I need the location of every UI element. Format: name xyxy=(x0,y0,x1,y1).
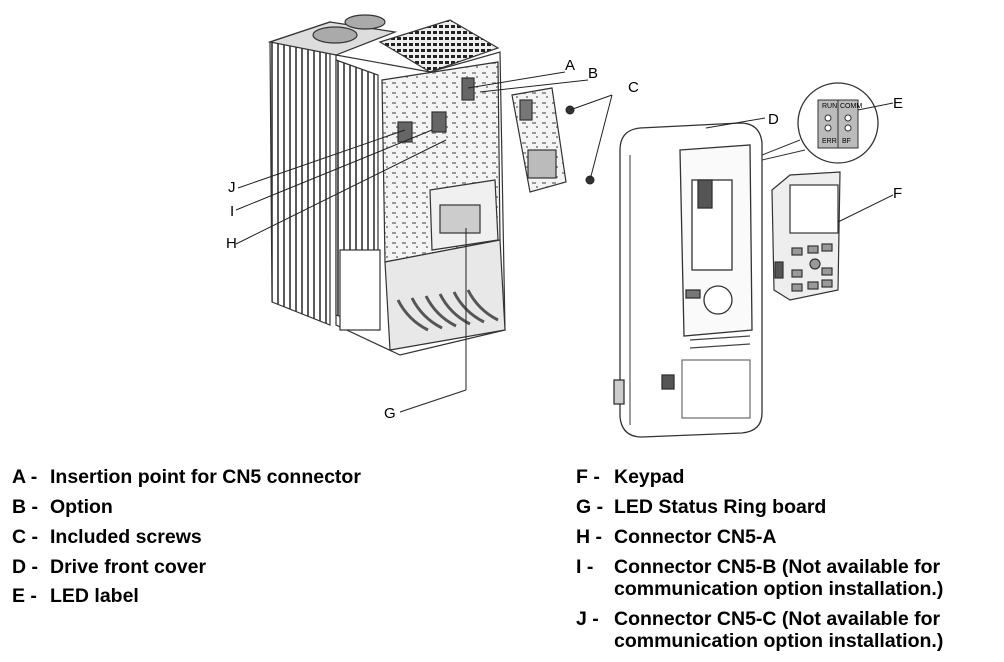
led-err-label: ERR xyxy=(822,138,837,145)
included-screws xyxy=(565,105,595,185)
leader-lines xyxy=(235,71,894,413)
callout-a: A xyxy=(565,57,575,74)
drive-body xyxy=(267,14,506,356)
legend-left: A - Insertion point for CN5 connector B … xyxy=(12,466,361,607)
led-label: RUN COMM ERR BF xyxy=(761,82,879,164)
exploded-view-illustration: RUN COMM ERR BF xyxy=(226,14,903,438)
led-run-label: RUN xyxy=(822,103,837,110)
callout-g: G xyxy=(384,405,396,422)
keypad xyxy=(771,171,841,301)
callout-j: J xyxy=(228,179,236,196)
callout-d: D xyxy=(768,111,779,128)
callout-b: B xyxy=(588,65,598,82)
callout-h: H xyxy=(226,235,237,252)
callout-c: C xyxy=(628,79,639,96)
led-bf-label: BF xyxy=(842,138,851,145)
option-board xyxy=(511,87,567,193)
callout-e: E xyxy=(893,95,903,112)
legend-right: F - Keypad G - LED Status Ring board H -… xyxy=(576,466,944,652)
led-comm-label: COMM xyxy=(840,103,862,110)
callout-i: I xyxy=(230,203,234,220)
drive-front-cover xyxy=(613,122,763,438)
callout-f: F xyxy=(893,185,902,202)
